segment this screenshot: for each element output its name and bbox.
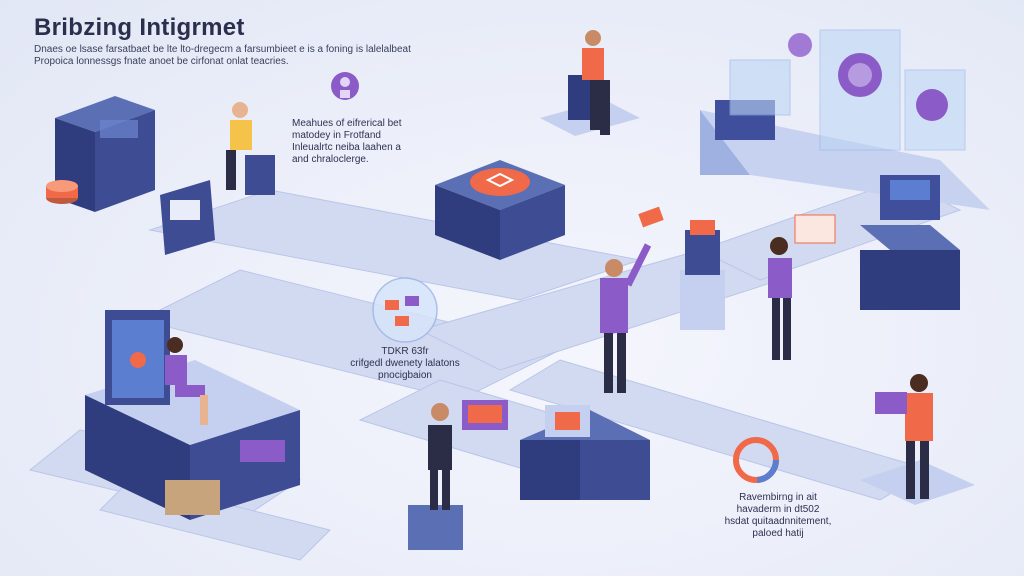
page-subtitle: Dnaes oe lsase farsatbaet be lte lto-dre… xyxy=(34,44,454,68)
caption-middle: TDKR 63fr crifgedl dwenety lalatons pnoc… xyxy=(346,346,464,382)
central-cube xyxy=(435,160,565,260)
caption-line: havaderm in dt502 xyxy=(736,504,820,515)
caption-line: Ravembirng in ait xyxy=(739,492,817,503)
subtitle-line: Dnaes oe lsase farsatbaet be lte lto-dre… xyxy=(34,44,411,55)
left-cube xyxy=(46,96,155,212)
glass-station xyxy=(700,29,990,310)
person-standing-center xyxy=(600,206,664,393)
person-seated-top xyxy=(540,30,640,136)
bottom-machine xyxy=(520,405,650,500)
caption-bottom-right: Ravembirng in ait havaderm in dt502 hsda… xyxy=(708,492,848,540)
monitor-station xyxy=(85,310,300,520)
caption-line: crifgedl dwenety lalatons xyxy=(350,358,460,369)
person-seated-topleft xyxy=(160,102,275,255)
caption-line: paloed hatij xyxy=(752,528,804,539)
person-laptop-right xyxy=(860,374,975,505)
caption-line: hsdat quitaadnnitement, xyxy=(724,516,832,527)
caption-line: and chraloclerge. xyxy=(292,154,369,165)
caption-line: TDKR 63fr xyxy=(381,346,429,357)
ring-orb xyxy=(733,437,779,483)
person-standing-right xyxy=(768,214,836,360)
caption-line: Inleualrtc neiba laahen a xyxy=(292,142,401,153)
caption-line: Meahues of eifrerical bet xyxy=(292,118,402,129)
glass-orb xyxy=(372,277,438,343)
caption-top-center: Meahues of eifrerical bet matodey in Fro… xyxy=(292,118,412,166)
pedestal-device xyxy=(680,220,725,330)
subtitle-line: Propoica lonnessgs fnate anoet be cirfon… xyxy=(34,56,289,67)
purple-badge xyxy=(331,72,359,100)
caption-line: pnocigbaion xyxy=(378,370,432,381)
caption-line: matodey in Frotfand xyxy=(292,130,381,141)
page-title: Bribzing Intigrmet xyxy=(34,14,245,41)
person-standing-bottom xyxy=(408,400,508,550)
